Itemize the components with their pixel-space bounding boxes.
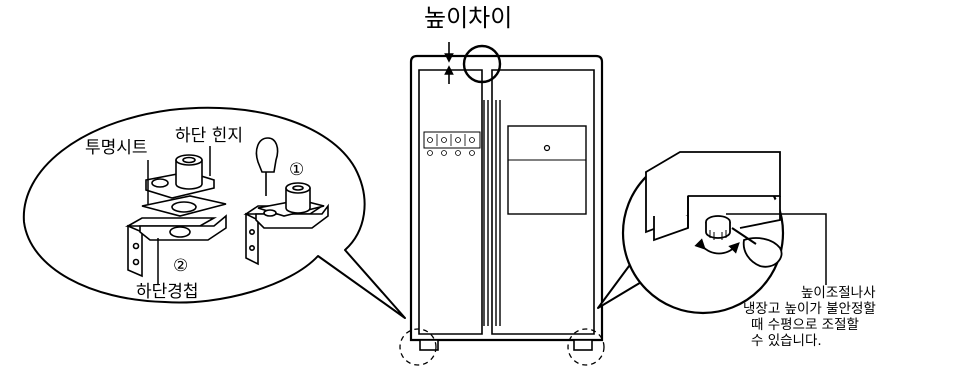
right-foot (573, 339, 593, 351)
hand-icon (255, 137, 279, 173)
height-difference-marker (444, 42, 502, 84)
foot-highlight-circles (399, 328, 605, 366)
leveling-screw-leader (726, 213, 827, 285)
freezer-handle (483, 100, 489, 326)
note-line: 냉장고 높이가 불안정할 (743, 301, 876, 317)
rotation-arrow-icon (694, 238, 740, 255)
hand-icon (742, 237, 783, 268)
left-callout-bubble (22, 106, 406, 319)
leveling-screw-note: 높이조절나사 냉장고 높이가 불안정할 때 수평으로 조절할 수 있습니다. (743, 285, 876, 349)
note-line: 높이조절나사 (801, 285, 876, 301)
leveling-screw-closeup (645, 151, 783, 268)
left-foot (419, 339, 439, 351)
note-line: 때 수평으로 조절할 (751, 317, 859, 333)
hinge-pin (175, 160, 203, 190)
bracket-plate (127, 224, 143, 278)
fridge-handle (495, 100, 501, 326)
lower-hinge-exploded-assembly (124, 154, 227, 278)
refrigerator (409, 54, 604, 351)
hinge-assembled-with-screwdriver (243, 137, 329, 266)
lower-bracket-label: 하단경첩 (136, 282, 199, 302)
left-leader-lines (147, 146, 211, 284)
step-2-marker: ② (173, 256, 189, 276)
freezer-door (418, 69, 483, 335)
lower-hinge-label: 하단 힌지 (175, 126, 243, 146)
page-title: 높이차이 (424, 4, 513, 32)
dispenser (507, 125, 587, 215)
note-line: 수 있습니다. (751, 333, 822, 349)
control-panel (423, 131, 481, 149)
height-difference-circle (462, 44, 502, 84)
transparent-sheet-label: 투명시트 (85, 138, 148, 158)
step-1-marker: ① (289, 160, 305, 180)
